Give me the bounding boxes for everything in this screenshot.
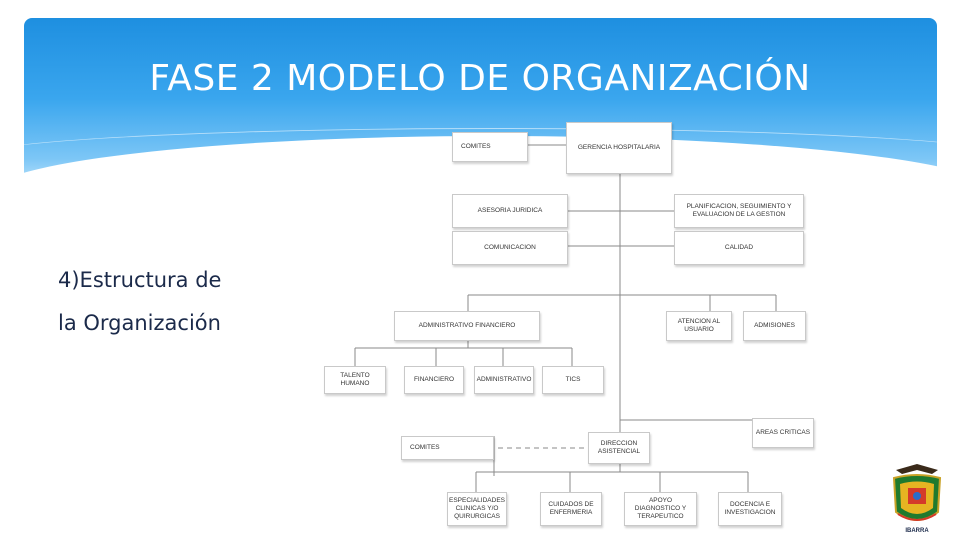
org-box-cuidados-enfermeria: CUIDADOS DE ENFERMERIA [540, 492, 602, 526]
org-box-tics: TICS [542, 366, 604, 394]
org-box-docencia-investigacion: DOCENCIA E INVESTIGACION [718, 492, 782, 526]
institution-crest-icon: IBARRA [886, 462, 948, 538]
org-box-gerencia: GERENCIA HOSPITALARIA [566, 122, 672, 174]
org-box-apoyo-diagnostico: APOYO DIAGNOSTICO Y TERAPEUTICO [624, 492, 697, 526]
title-banner [24, 18, 937, 198]
org-box-areas-criticas: AREAS CRITICAS [752, 418, 814, 448]
org-box-direccion-asistencial: DIRECCION ASISTENCIAL [588, 432, 650, 464]
org-box-financiero: FINANCIERO [404, 366, 464, 394]
org-box-administrativo-financiero: ADMINISTRATIVO FINANCIERO [394, 311, 540, 341]
org-box-atencion-usuario: ATENCION AL USUARIO [666, 311, 732, 341]
org-box-comites-top: COMITES [452, 132, 528, 162]
org-box-administrativo: ADMINISTRATIVO [474, 366, 534, 394]
org-box-admisiones: ADMISIONES [743, 311, 806, 341]
org-box-comites-bottom: COMITES [401, 436, 494, 460]
banner-wave-line [24, 128, 937, 189]
side-text-line-1: 4)Estructura de [58, 268, 222, 292]
org-box-asesoria: ASESORIA JURIDICA [452, 194, 568, 228]
org-box-planificacion: PLANIFICACION, SEGUIMIENTO Y EVALUACION … [674, 194, 804, 228]
side-text-line-2: la Organización [58, 311, 221, 335]
slide-title: FASE 2 MODELO DE ORGANIZACIÓN [149, 58, 811, 99]
logo-caption: IBARRA [905, 528, 929, 534]
org-box-comunicacion: COMUNICACION [452, 231, 568, 265]
org-box-especialidades: ESPECIALIDADES CLINICAS Y/O QUIRURGICAS [447, 492, 507, 526]
org-box-talento-humano: TALENTO HUMANO [324, 366, 386, 394]
org-box-calidad: CALIDAD [674, 231, 804, 265]
